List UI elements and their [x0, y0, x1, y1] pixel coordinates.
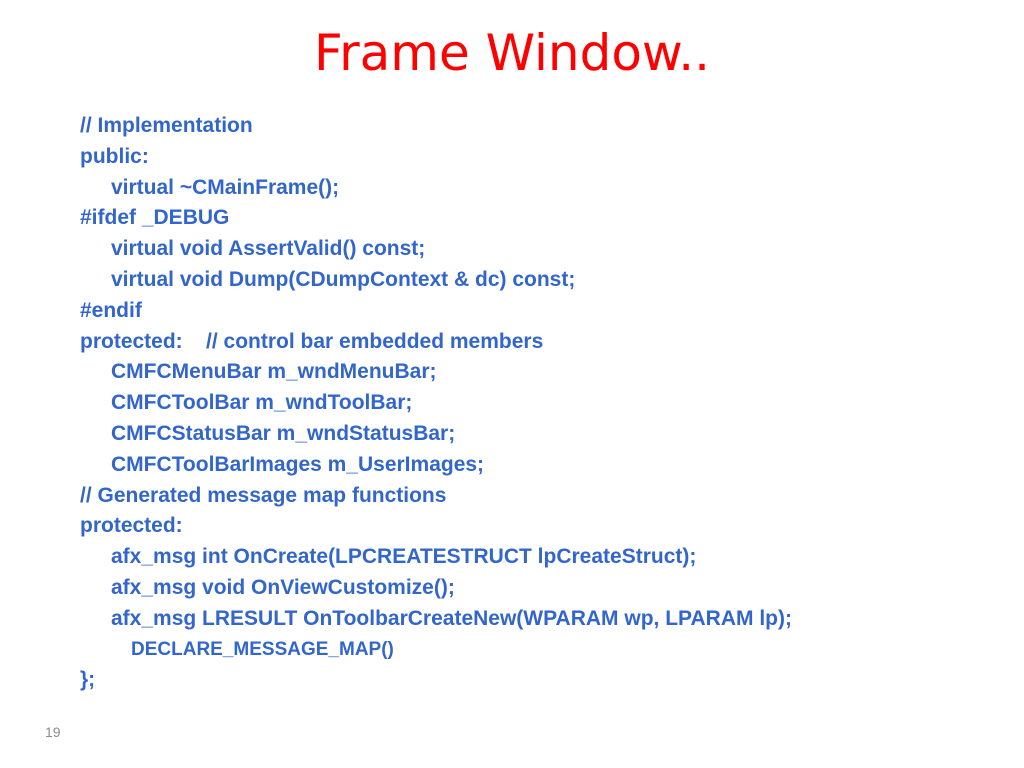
code-line: afx_msg int OnCreate(LPCREATESTRUCT lpCr…: [111, 545, 697, 569]
code-line: // Generated message map functions: [80, 483, 447, 507]
code-block: // Implementation public: virtual ~CMain…: [80, 111, 1000, 696]
code-line: protected: // control bar embedded membe…: [80, 329, 544, 353]
code-line: virtual void Dump(CDumpContext & dc) con…: [111, 267, 576, 291]
code-line: CMFCToolBar m_wndToolBar;: [111, 391, 413, 415]
code-line: public:: [80, 144, 149, 168]
code-line: CMFCMenuBar m_wndMenuBar;: [111, 360, 437, 384]
code-line: DECLARE_MESSAGE_MAP(): [131, 638, 394, 660]
code-line: // Implementation: [80, 114, 253, 137]
code-line: };: [80, 668, 96, 692]
code-line: virtual ~CMainFrame();: [111, 175, 340, 199]
page-number: 19: [45, 724, 61, 740]
code-line: virtual void AssertValid() const;: [111, 237, 426, 261]
code-line: afx_msg LRESULT OnToolbarCreateNew(WPARA…: [111, 606, 792, 630]
code-line: #endif: [80, 298, 142, 322]
code-line: CMFCToolBarImages m_UserImages;: [111, 452, 485, 476]
code-line: protected:: [80, 514, 183, 538]
code-line: CMFCStatusBar m_wndStatusBar;: [111, 421, 456, 445]
code-line: afx_msg void OnViewCustomize();: [111, 575, 455, 599]
slide-title: Frame Window..: [313, 24, 711, 82]
code-line: #ifdef _DEBUG: [80, 206, 230, 230]
